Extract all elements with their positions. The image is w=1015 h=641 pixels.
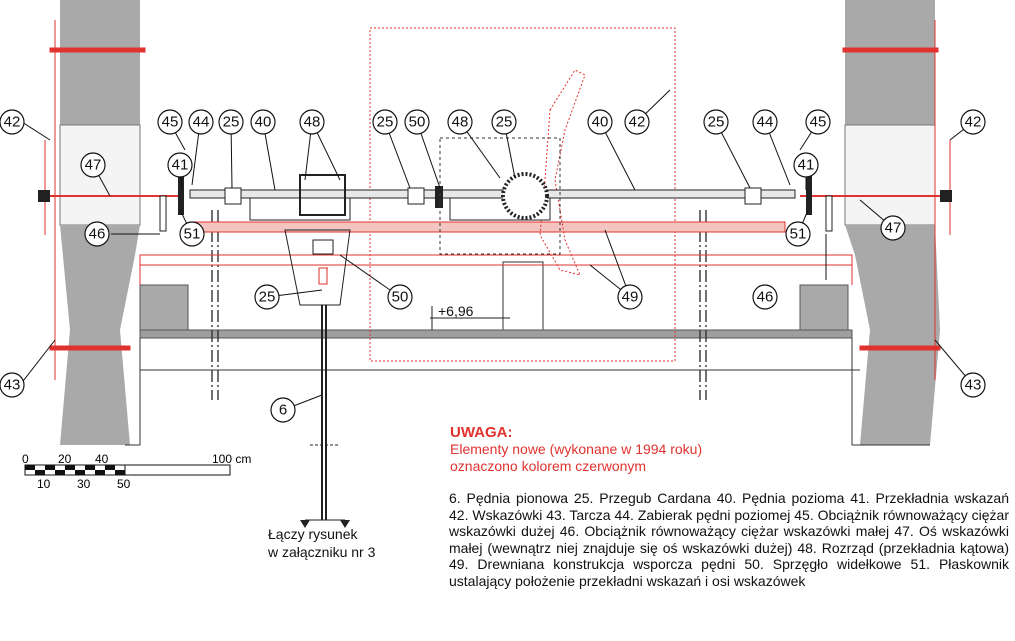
svg-text:44: 44 [193,114,210,131]
callout-43-left: 43 [0,372,25,398]
svg-text:6: 6 [279,402,287,419]
callout-6: 6 [270,397,296,423]
svg-text:51: 51 [184,226,201,243]
svg-text:47: 47 [85,157,102,174]
callout-43-right: 43 [960,372,986,398]
callout-42-left: 42 [0,109,25,135]
link-note-line-1: Łączy rysunek [268,526,358,542]
svg-text:51: 51 [790,226,807,243]
callout-40-left: 40 [250,109,276,135]
callout-25-c: 25 [491,109,517,135]
callout-45-right: 45 [805,109,831,135]
horizontal-shaft [38,172,952,232]
link-note-line-2: w załączniku nr 3 [268,544,376,560]
callouts: 42 45 44 25 40 48 25 50 48 25 40 42 25 4… [0,109,986,423]
callout-46-left: 46 [84,221,110,247]
svg-text:41: 41 [172,157,189,174]
svg-text:25: 25 [708,114,725,131]
callout-51-left: 51 [179,221,205,247]
callout-42-right: 42 [960,109,986,135]
scale-label-20: 20 [58,452,72,466]
svg-text:50: 50 [392,289,409,306]
callout-50-top: 50 [404,109,430,135]
callout-45-left: 45 [157,109,183,135]
svg-text:42: 42 [965,114,982,131]
scale-label-40: 40 [95,452,109,466]
svg-text:46: 46 [757,289,774,306]
callout-48-left: 48 [299,109,325,135]
svg-text:25: 25 [377,114,394,131]
svg-text:48: 48 [304,114,321,131]
callout-47-right: 47 [880,215,906,241]
scale-bar [24,464,231,476]
svg-text:44: 44 [757,114,774,131]
svg-text:40: 40 [592,114,609,131]
floor-beam [139,329,853,339]
legend-text: 6. Pędnia pionowa 25. Przegub Cardana 40… [449,490,1009,589]
svg-text:45: 45 [810,114,827,131]
svg-text:49: 49 [622,289,639,306]
callout-44-left: 44 [188,109,214,135]
callout-25-a: 25 [218,109,244,135]
guide-lines [211,210,707,400]
right-wall [844,0,940,445]
elevation-label: +6,96 [438,303,474,319]
left-wall [59,0,141,445]
callout-47-left: 47 [80,152,106,178]
right-block [799,284,849,339]
svg-text:50: 50 [409,114,426,131]
callout-44-right: 44 [752,109,778,135]
callout-25-b: 25 [372,109,398,135]
svg-text:43: 43 [965,377,982,394]
scale-label-100cm: 100 cm [212,452,252,466]
callout-40-right: 40 [587,109,613,135]
vertical-shaft [284,229,351,528]
callout-50-bottom: 50 [387,284,413,310]
callout-25-bottom: 25 [254,284,280,310]
notice-line-1: Elementy nowe (wykonane w 1994 roku) [450,441,703,457]
scale-label-0: 0 [22,452,29,466]
svg-text:46: 46 [89,226,106,243]
scale-label-30: 30 [77,477,91,491]
svg-text:25: 25 [496,114,513,131]
center-box [502,261,544,331]
left-block [139,284,189,339]
svg-text:48: 48 [452,114,469,131]
svg-text:43: 43 [4,377,21,394]
svg-text:41: 41 [798,157,815,174]
svg-text:42: 42 [4,114,21,131]
svg-text:40: 40 [255,114,272,131]
scale-label-50: 50 [117,477,131,491]
callout-51-right: 51 [785,221,811,247]
svg-text:45: 45 [162,114,179,131]
callout-42-center: 42 [624,109,650,135]
callout-46-right: 46 [752,284,778,310]
svg-text:42: 42 [629,114,646,131]
callout-25-d: 25 [703,109,729,135]
callout-41-left: 41 [167,152,193,178]
callout-41-right: 41 [793,152,819,178]
svg-text:25: 25 [259,289,276,306]
notice-line-2: oznaczono kolorem czerwonym [450,458,647,474]
svg-text:25: 25 [223,114,240,131]
scale-label-10: 10 [37,477,51,491]
notice-title: UWAGA: [450,424,513,441]
svg-text:47: 47 [885,220,902,237]
callout-49: 49 [617,284,643,310]
callout-48-center: 48 [447,109,473,135]
